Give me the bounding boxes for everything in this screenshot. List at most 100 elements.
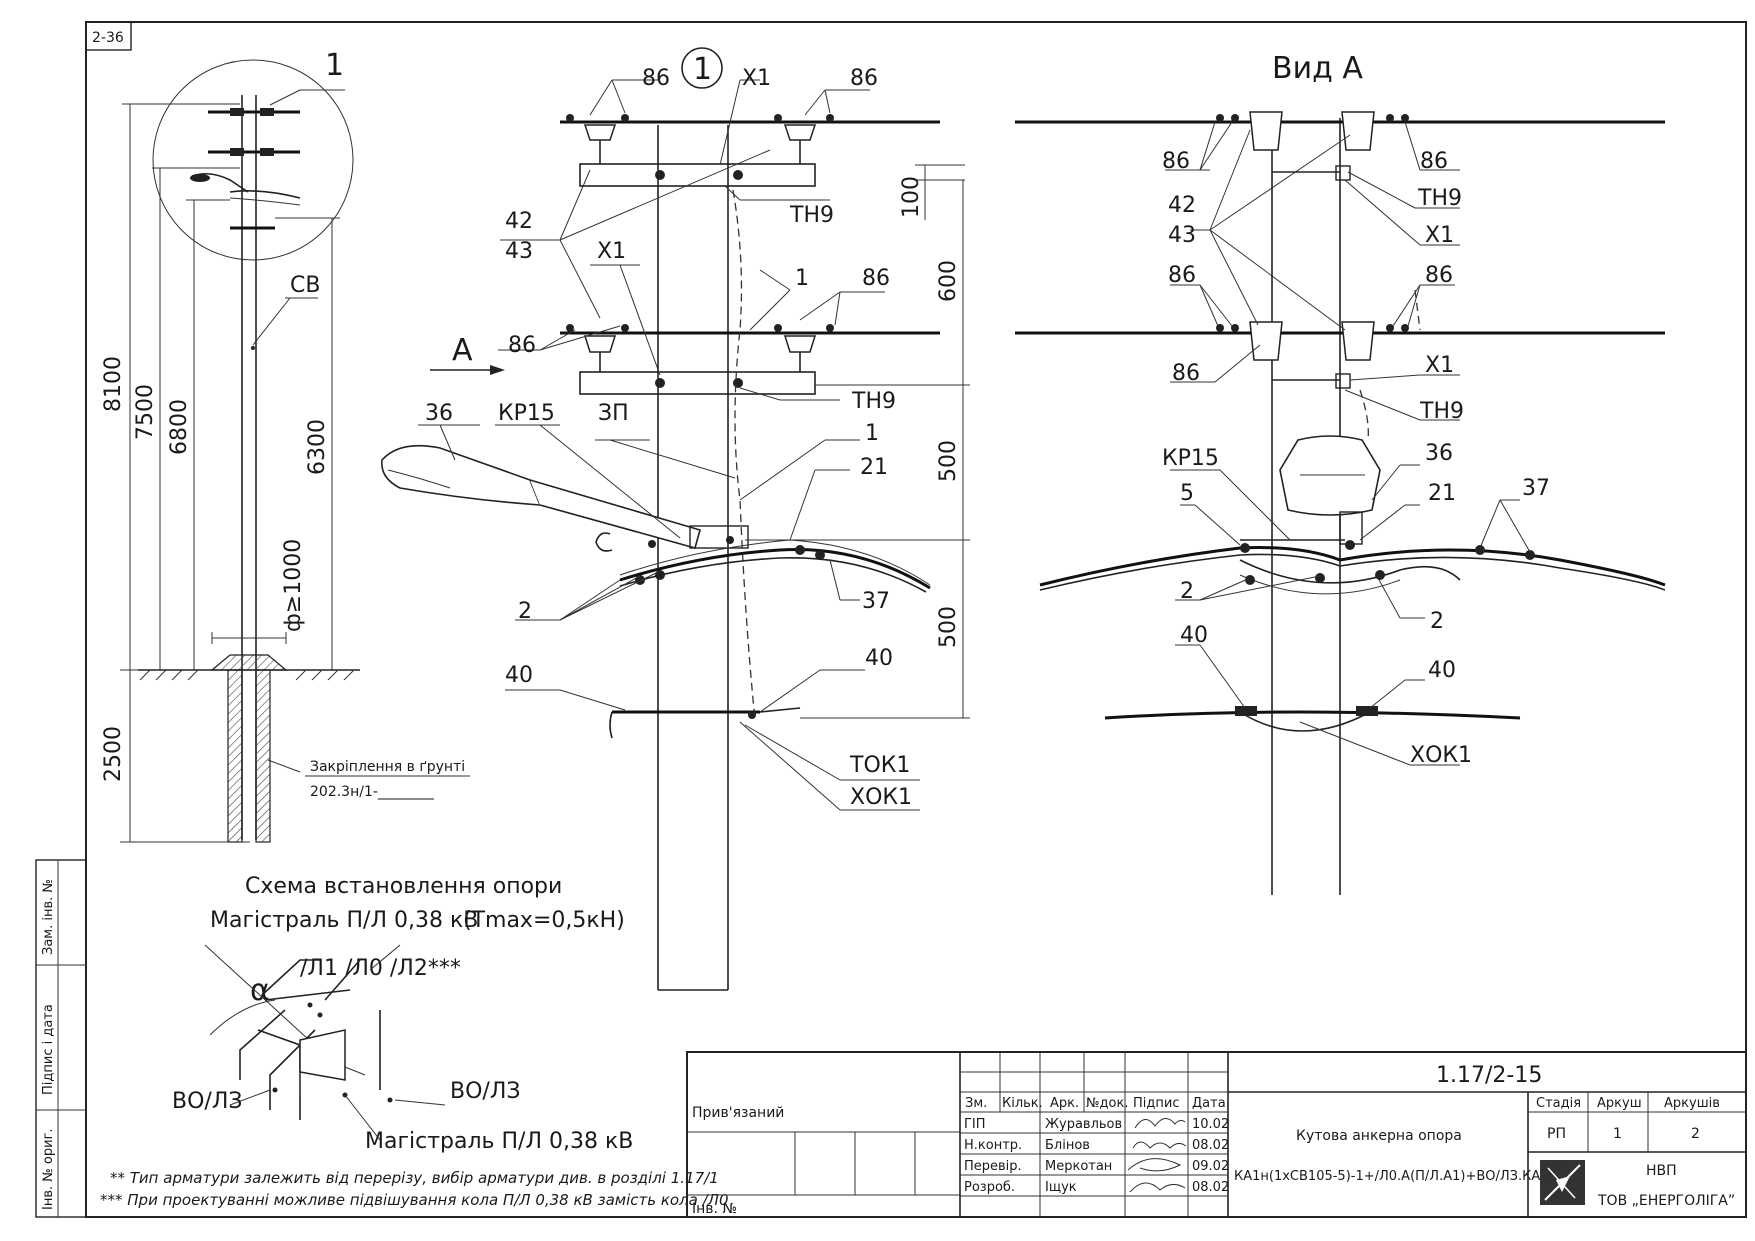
tb-stage-header: Стадія bbox=[1536, 1096, 1581, 1111]
crossarm-upper bbox=[579, 163, 816, 187]
scheme-vol3-right: ВО/ЛЗ bbox=[450, 1079, 520, 1104]
front-callout-circle bbox=[681, 47, 723, 89]
view-a-label-tn9-b: ТН9 bbox=[1419, 399, 1464, 424]
view-a-label-40-a: 40 bbox=[1180, 623, 1208, 648]
left-pole-view: 1 СВ 8100 7500 6800 6300 2500 bbox=[101, 48, 470, 843]
front-label-x1-a: Х1 bbox=[742, 66, 771, 91]
ground-note-2: 202.3н/1-________ bbox=[310, 784, 435, 800]
dim-8100: 8100 bbox=[101, 356, 126, 412]
scheme-lines: /Л1 /Л0 /Л2*** bbox=[300, 956, 461, 981]
tb-sheet-header: Аркуш bbox=[1597, 1096, 1642, 1111]
front-label-x1-b: Х1 bbox=[597, 239, 626, 264]
dim-6300: 6300 bbox=[305, 419, 330, 475]
front-label-36: 36 bbox=[425, 401, 453, 426]
tb-role-1: Н.контр. bbox=[964, 1138, 1022, 1153]
view-a-label-86-b: 86 bbox=[1420, 149, 1448, 174]
front-label-43: 43 bbox=[505, 239, 533, 264]
tb-inv-no: Інв. № bbox=[692, 1201, 737, 1217]
view-a-label-86-e: 86 bbox=[1172, 361, 1200, 386]
front-label-xok1: ХОК1 bbox=[850, 785, 912, 810]
view-a-label-42: 42 bbox=[1168, 193, 1196, 218]
stamp-sign-date: Підпис і дата bbox=[41, 1004, 56, 1095]
dim-7500: 7500 bbox=[133, 384, 158, 440]
foundation-left bbox=[227, 669, 243, 843]
detail-callout: 1 bbox=[325, 48, 344, 83]
view-a-label-x1-a: Х1 bbox=[1425, 223, 1454, 248]
view-a-label-x1-b: Х1 bbox=[1425, 353, 1454, 378]
tb-date-0: 10.02 bbox=[1192, 1117, 1229, 1132]
front-label-37: 37 bbox=[862, 589, 890, 614]
sheet-code-box bbox=[85, 21, 132, 51]
tb-role-0: ГІП bbox=[964, 1117, 986, 1132]
marker-cb: СВ bbox=[290, 273, 320, 298]
tb-col-kilk: Кільк. bbox=[1002, 1096, 1043, 1111]
tb-role-2: Перевір. bbox=[964, 1159, 1022, 1174]
front-label-40-a: 40 bbox=[505, 663, 533, 688]
view-a-label-21: 21 bbox=[1428, 481, 1456, 506]
installation-scheme: Схема встановлення опори Магістраль П/Л … bbox=[172, 874, 633, 1154]
tb-name-3: Іщук bbox=[1045, 1180, 1077, 1195]
signatures bbox=[1127, 1118, 1187, 1193]
front-label-1-a: 1 bbox=[795, 266, 809, 291]
view-a-label-xok1: ХОК1 bbox=[1410, 743, 1472, 768]
dim-6800: 6800 bbox=[167, 399, 192, 455]
tb-name-0: Журавльов bbox=[1045, 1117, 1122, 1132]
dim-600: 600 bbox=[936, 260, 961, 302]
tb-col-sign: Підпис bbox=[1133, 1096, 1179, 1111]
tb-description-1: Кутова анкерна опора bbox=[1296, 1128, 1462, 1144]
front-label-tn9-a: ТН9 bbox=[789, 203, 834, 228]
view-a-label-kp15: КР15 bbox=[1162, 446, 1219, 471]
view-a-label-40-b: 40 bbox=[1428, 658, 1456, 683]
tb-col-zm: Зм. bbox=[965, 1096, 987, 1111]
view-a-label-86-c: 86 bbox=[1168, 263, 1196, 288]
front-label-40-b: 40 bbox=[865, 646, 893, 671]
tb-name-1: Блінов bbox=[1045, 1138, 1090, 1153]
tb-sheets-header: Аркушів bbox=[1664, 1096, 1720, 1111]
tb-name-2: Меркотан bbox=[1045, 1159, 1112, 1174]
dim-2500: 2500 bbox=[101, 726, 126, 782]
title-block: Прив'язаний Інв. № Зм. Кільк. Арк. №док.… bbox=[686, 1051, 1747, 1218]
front-label-zp: ЗП bbox=[598, 401, 629, 426]
tb-role-3: Розроб. bbox=[964, 1180, 1015, 1195]
crossarm-lower bbox=[579, 371, 816, 395]
front-view: 100 600 500 500 1 А bbox=[381, 47, 970, 991]
tb-org-1: НВП bbox=[1646, 1163, 1677, 1179]
scheme-title-2: Магістраль П/Л 0,38 кВ bbox=[210, 908, 478, 933]
front-label-1-b: 1 bbox=[865, 421, 879, 446]
tb-date-3: 08.02 bbox=[1192, 1180, 1229, 1195]
stamp-orig-inv: Інв. № ориг. bbox=[41, 1128, 56, 1210]
front-label-86-c: 86 bbox=[862, 266, 890, 291]
tb-col-date: Дата bbox=[1192, 1096, 1226, 1111]
front-label-21: 21 bbox=[860, 455, 888, 480]
tb-stage: РП bbox=[1547, 1126, 1566, 1142]
scheme-title-1: Схема встановлення опори bbox=[245, 874, 562, 899]
dim-500-a: 500 bbox=[936, 440, 961, 482]
view-a-label-2-a: 2 bbox=[1180, 579, 1194, 604]
tb-description-2: КА1н(1хСВ105-5)-1+/Л0.А(П/Л.А1)+ВО/ЛЗ.КА… bbox=[1234, 1169, 1549, 1184]
side-stamp: Зам. інв. № Підпис і дата Інв. № ориг. bbox=[35, 859, 87, 1218]
tb-col-ndoc: №док. bbox=[1086, 1096, 1128, 1111]
scheme-tmax: (Tmax=0,5кН) bbox=[463, 908, 625, 933]
view-a-label-86-a: 86 bbox=[1162, 149, 1190, 174]
sheet-code: 2-36 bbox=[92, 30, 124, 46]
view-a-label-36: 36 bbox=[1425, 441, 1453, 466]
view-a-title: Вид А bbox=[1272, 51, 1363, 86]
scheme-pole-shape bbox=[299, 1029, 346, 1081]
view-a-label-tn9-a: ТН9 bbox=[1417, 186, 1462, 211]
front-label-2: 2 bbox=[518, 599, 532, 624]
view-a-label-37: 37 bbox=[1522, 476, 1550, 501]
tb-date-1: 08.02 bbox=[1192, 1138, 1229, 1153]
front-label-86-a: 86 bbox=[642, 66, 670, 91]
street-lamp bbox=[381, 444, 542, 506]
ground-note-1: Закріплення в ґрунті bbox=[310, 759, 465, 775]
front-label-tn9-b: ТН9 bbox=[851, 389, 896, 414]
scheme-vol3-left: ВО/ЛЗ bbox=[172, 1089, 242, 1114]
dim-diameter: ф≥1000 bbox=[281, 539, 306, 632]
note-1: ** Тип арматури залежить від перерізу, в… bbox=[110, 1169, 719, 1187]
tb-doc-number: 1.17/2-15 bbox=[1436, 1063, 1542, 1088]
front-label-kp15: КР15 bbox=[498, 401, 555, 426]
tb-sheet: 1 bbox=[1613, 1126, 1622, 1142]
view-a-label-2-b: 2 bbox=[1430, 609, 1444, 634]
note-2: *** При проектуванні можливе підвішуванн… bbox=[100, 1191, 729, 1209]
company-logo bbox=[1540, 1160, 1585, 1205]
